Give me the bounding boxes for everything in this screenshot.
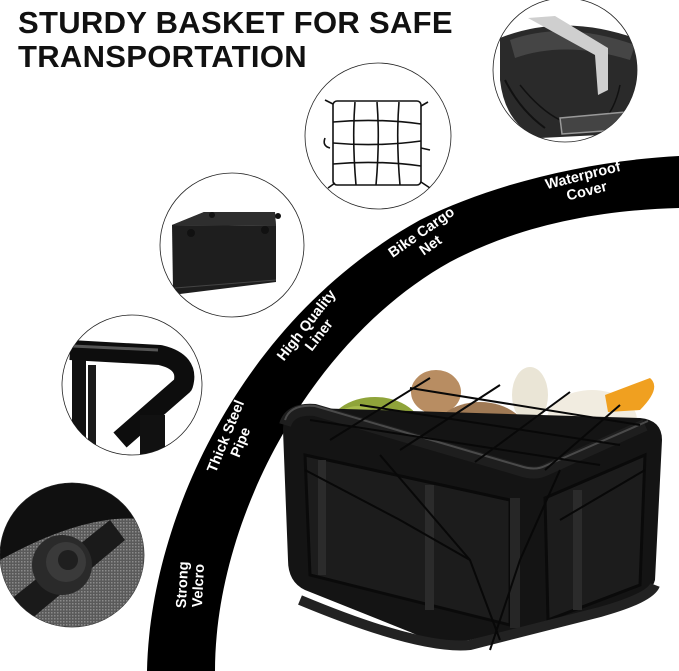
feature-label-velcro-line1: Strong: [174, 561, 192, 608]
waterproof-cover-thumbnail: [492, 0, 638, 143]
liner-thumbnail: [159, 172, 305, 318]
headline: STURDY BASKET FOR SAFE TRANSPORTATION: [18, 6, 453, 74]
headline-line-2: TRANSPORTATION: [18, 39, 307, 74]
cargo-net-thumbnail: [304, 62, 452, 210]
product-basket-image: [279, 367, 662, 651]
steel-pipe-thumbnail: [61, 314, 203, 456]
feature-label-velcro-line2: Velcro: [190, 563, 208, 607]
curved-feature-band: [147, 156, 679, 671]
velcro-thumbnail: [0, 482, 145, 628]
feature-label-velcro: Strong Velcro: [174, 561, 208, 608]
headline-line-1: STURDY BASKET FOR SAFE: [18, 5, 453, 40]
